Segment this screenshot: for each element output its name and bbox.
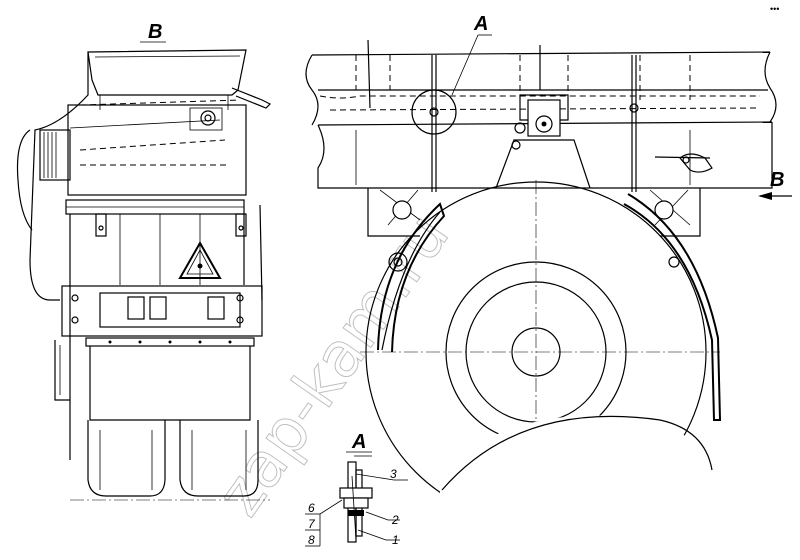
front-view [305, 34, 777, 560]
detail-a [305, 455, 408, 547]
arrow-b-label: B [770, 169, 784, 191]
callout-3: 3 [390, 467, 397, 481]
detail-a-callout: A [473, 13, 488, 35]
callout-2: 2 [391, 513, 399, 527]
callout-6: 6 [308, 501, 315, 515]
callout-7: 7 [308, 517, 316, 531]
detail-a-title: A [351, 431, 366, 453]
view-b-label: B [148, 21, 162, 43]
corner-mark: ••• [770, 4, 779, 14]
callout-1: 1 [392, 533, 399, 547]
side-view-b [16, 49, 272, 501]
callout-8: 8 [308, 533, 315, 547]
view-arrow-b [758, 192, 792, 200]
